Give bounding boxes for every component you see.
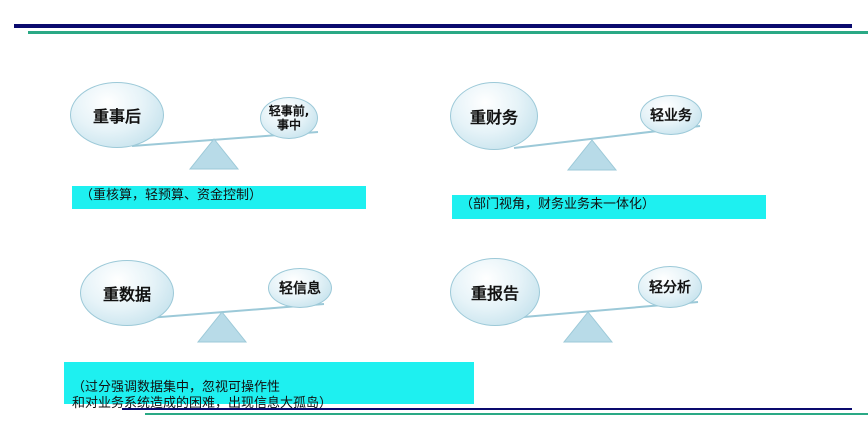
balance-1-fulcrum xyxy=(188,138,240,170)
light-label: 轻业务 xyxy=(650,108,692,124)
top-rule-teal xyxy=(28,31,868,34)
balance-3-fulcrum xyxy=(196,311,248,343)
light-ellipse: 轻分析 xyxy=(638,266,702,308)
note-text: （过分强调数据集中，忽视可操作性 和对业务系统造成的困难，出现信息大孤岛） xyxy=(72,380,333,411)
light-label: 轻分析 xyxy=(649,280,691,296)
heavy-label: 重事后 xyxy=(92,107,141,126)
note-banner: （部门视角，财务业务未一体化） xyxy=(452,195,766,219)
heavy-label: 重数据 xyxy=(102,285,151,304)
bottom-rule-navy xyxy=(122,408,852,410)
light-ellipse: 轻事前, 事中 xyxy=(260,97,318,139)
light-label: 轻信息 xyxy=(279,281,321,297)
light-ellipse: 轻业务 xyxy=(640,95,702,135)
note-banner: （过分强调数据集中，忽视可操作性 和对业务系统造成的困难，出现信息大孤岛） xyxy=(64,362,474,411)
heavy-ellipse: 重财务 xyxy=(450,82,538,150)
light-label: 轻事前, 事中 xyxy=(268,104,310,132)
heavy-ellipse: 重数据 xyxy=(80,260,174,326)
note-text: （重核算，轻预算、资金控制） xyxy=(80,188,263,203)
balance-2-fulcrum xyxy=(566,139,618,171)
note-banner: （重核算，轻预算、资金控制） xyxy=(72,186,366,209)
heavy-ellipse: 重事后 xyxy=(70,82,164,148)
heavy-ellipse: 重报告 xyxy=(450,258,540,326)
balance-4-fulcrum xyxy=(562,311,614,343)
heavy-label: 重报告 xyxy=(470,284,519,303)
top-rule-navy xyxy=(14,24,852,28)
light-ellipse: 轻信息 xyxy=(268,268,332,308)
heavy-label: 重财务 xyxy=(469,108,518,127)
bottom-rule-teal xyxy=(145,413,868,415)
note-text: （部门视角，财务业务未一体化） xyxy=(460,197,656,212)
